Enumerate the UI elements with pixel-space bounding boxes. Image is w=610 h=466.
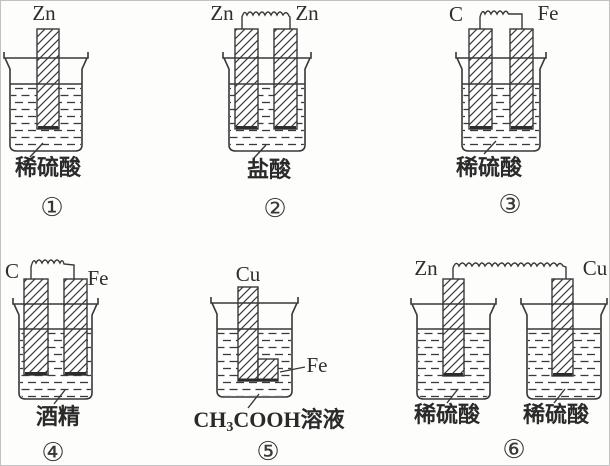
callout-line-right <box>553 388 566 404</box>
wire-wavy <box>452 262 567 279</box>
setup-6: Zn Cu 稀硫酸 稀硫酸 ⑥ <box>410 256 608 465</box>
setup-number: ⑤ <box>256 437 279 466</box>
electrode-cu <box>237 286 259 382</box>
electrode-label-left: Zn <box>414 256 438 280</box>
beaker-right <box>520 298 608 400</box>
electrode-fe <box>509 28 534 130</box>
electrode-zn <box>36 28 60 130</box>
callout-line-left <box>446 388 459 404</box>
electrode-label-right: Cu <box>583 256 608 280</box>
callout-line <box>483 140 497 155</box>
beaker <box>3 52 89 152</box>
solution-label-left: 稀硫酸 <box>414 402 481 427</box>
electrode-label: Zn <box>32 1 56 25</box>
setup-4: C Fe 酒精 ④ <box>5 259 109 466</box>
setup-number: ⑥ <box>502 435 525 465</box>
wire-squiggle <box>30 259 75 279</box>
callout-line <box>253 144 267 159</box>
setup-number: ② <box>263 194 286 224</box>
callout-line <box>29 142 44 158</box>
setup-3: C Fe 稀硫酸 ③ <box>449 1 559 220</box>
electrode-zn-right <box>273 28 298 130</box>
electrode-zn <box>442 278 465 377</box>
callout-line <box>53 389 66 405</box>
electrode-label-left: Zn <box>210 1 234 25</box>
setup-2: Zn Zn 盐酸 ② <box>210 1 319 224</box>
setup-5: Cu Fe CH3COOH溶液 ⑤ <box>193 262 344 466</box>
electrode-zn-left <box>234 28 259 130</box>
electrode-c <box>23 278 49 376</box>
setup-number: ④ <box>41 438 64 466</box>
beaker-left <box>410 298 497 400</box>
solution-label-right: 稀硫酸 <box>523 402 590 427</box>
solution-label: 盐酸 <box>247 157 292 182</box>
electrode-label-right: Fe <box>538 1 559 25</box>
electrode-label-left: C <box>449 2 463 26</box>
solution-label: 稀硫酸 <box>456 155 523 180</box>
attached-metal-label: Fe <box>307 353 328 377</box>
wire-squiggle <box>241 11 291 29</box>
electrode-label-right: Zn <box>295 1 319 25</box>
electrode-cu <box>551 278 574 377</box>
electrode-label-left: C <box>5 259 19 283</box>
setup-number: ③ <box>498 190 521 220</box>
fe-callout-line <box>279 366 306 373</box>
electrode-label: Cu <box>236 262 261 286</box>
electrode-label-right: Fe <box>88 266 109 290</box>
setup-1: Zn 稀硫酸 ① <box>3 1 89 223</box>
attached-fe-block <box>257 358 279 382</box>
beaker <box>222 52 312 152</box>
electrode-c <box>468 28 493 130</box>
callout-line <box>247 393 260 409</box>
solution-label: 稀硫酸 <box>15 155 82 180</box>
beaker <box>12 298 99 400</box>
setup-number: ① <box>40 193 63 223</box>
solution-label: CH3COOH溶液 <box>193 407 344 435</box>
solution-label: 酒精 <box>36 404 80 429</box>
beaker <box>455 52 547 152</box>
wire-squiggle <box>479 10 523 29</box>
electrode-fe <box>63 278 88 376</box>
beaker <box>210 297 299 398</box>
